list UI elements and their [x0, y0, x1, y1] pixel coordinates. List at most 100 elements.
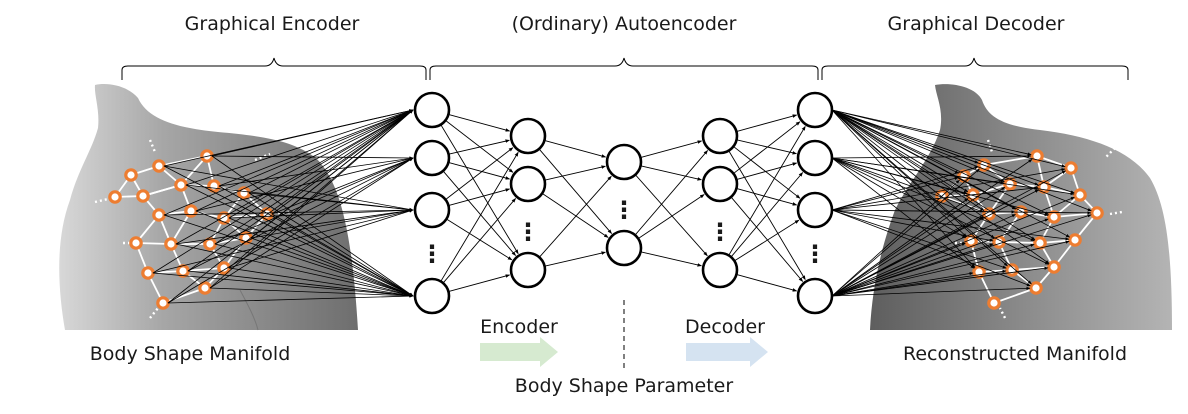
mesh-vertex	[152, 208, 166, 222]
mesh-continuation	[94, 197, 109, 204]
fan-arrow	[831, 196, 1075, 297]
network-edge	[736, 139, 797, 155]
mesh-vertex	[152, 159, 166, 173]
decoder-arrow	[686, 337, 768, 367]
fan-in-out-arrows	[152, 109, 1092, 304]
fan-arrow	[831, 209, 1007, 269]
mesh-vertex	[124, 168, 138, 182]
reconstructed-manifold-label: Reconstructed Manifold	[903, 343, 1127, 365]
mesh-edge	[223, 213, 268, 219]
fan-arrow	[175, 243, 414, 297]
mesh-vertex	[1030, 149, 1044, 163]
ellipsis-layer-5: ⋮	[803, 240, 827, 268]
mesh-vertex	[987, 296, 1001, 310]
fan-arrow	[831, 109, 1092, 212]
network-edge	[734, 219, 800, 262]
fan-arrow	[831, 109, 1050, 264]
mesh-edge	[993, 287, 1037, 304]
network-edge	[538, 148, 612, 234]
fan-arrow	[831, 109, 1032, 156]
mesh-vertex	[108, 190, 122, 204]
ellipsis-layer-3: ⋮	[612, 196, 636, 224]
encoder-label: Encoder	[480, 316, 558, 338]
fan-arrow	[831, 109, 1005, 183]
network-edge	[544, 165, 606, 181]
body-shape-manifold-label: Body Shape Manifold	[90, 343, 291, 365]
fan-arrow	[831, 209, 1092, 215]
mesh-vertex	[237, 186, 251, 200]
mesh-continuation	[149, 307, 159, 319]
mesh-vertex	[129, 236, 143, 250]
fan-arrow	[228, 109, 414, 269]
fan-arrow	[831, 179, 960, 297]
fan-arrow	[271, 157, 414, 215]
title-graphical-decoder: Graphical Decoder	[888, 13, 1065, 35]
left-body-shape	[59, 84, 358, 331]
fan-arrow	[831, 109, 969, 193]
network-edge	[640, 165, 702, 181]
mesh-vertex	[141, 266, 155, 280]
fan-arrow	[228, 208, 414, 219]
fan-arrow	[152, 272, 414, 298]
mesh-continuation	[1109, 210, 1123, 216]
fan-arrow	[218, 185, 414, 297]
mesh-continuation	[998, 307, 1007, 319]
fan-arrow	[214, 157, 414, 245]
network-nodes	[413, 91, 834, 315]
fan-arrow	[831, 166, 979, 211]
network-edge	[733, 121, 801, 174]
network-edge	[736, 274, 798, 292]
network-edge	[736, 188, 798, 206]
fan-arrow	[195, 157, 414, 212]
fan-arrow	[185, 184, 414, 297]
fan-arrow	[831, 209, 994, 242]
fan-arrow	[831, 186, 1039, 211]
fan-arrow	[831, 214, 1016, 297]
fan-arrow	[831, 109, 1049, 215]
fan-arrow	[185, 109, 414, 186]
fan-arrow	[831, 216, 985, 297]
fan-arrow	[831, 157, 984, 213]
fan-arrow	[831, 109, 1066, 168]
network-edge	[448, 162, 511, 180]
fan-arrow	[831, 109, 976, 268]
ellipsis-layer-4: ⋮	[708, 218, 732, 246]
network-node	[701, 117, 739, 155]
fan-arrow	[214, 243, 414, 297]
fan-arrow	[250, 209, 414, 239]
fan-arrow	[187, 109, 414, 272]
fan-arrow	[152, 109, 414, 274]
fan-arrow	[187, 157, 414, 272]
fan-arrow	[831, 209, 1031, 287]
network-edge	[640, 140, 703, 158]
network-edge	[448, 139, 510, 155]
fan-arrow	[187, 270, 414, 298]
network-edge	[736, 162, 798, 180]
fan-arrow	[163, 214, 414, 297]
fan-arrow	[195, 109, 414, 212]
network-edge	[448, 114, 511, 132]
mesh-vertex	[198, 281, 212, 295]
network-edge	[730, 172, 804, 258]
fan-arrow	[163, 165, 414, 297]
network-edge	[445, 147, 514, 200]
fan-arrow	[209, 287, 414, 298]
fan-arrow	[831, 240, 1070, 297]
mesh-vertex	[1068, 233, 1082, 247]
bracket-graphical-decoder	[821, 57, 1129, 80]
network-node	[509, 251, 547, 289]
network-node	[509, 117, 547, 155]
fan-arrow	[831, 243, 1035, 297]
fan-arrow	[218, 156, 414, 187]
network-edge	[440, 124, 519, 255]
ellipsis-layer-1: ⋮	[420, 240, 444, 268]
bracket-autoencoder	[429, 57, 819, 80]
mesh-vertex	[203, 237, 217, 251]
fan-arrow	[831, 154, 1032, 159]
fan-arrow	[831, 109, 1075, 194]
network-edge	[445, 120, 514, 173]
network-node	[413, 191, 451, 229]
fan-arrow	[248, 192, 414, 297]
network-edge	[736, 114, 798, 132]
